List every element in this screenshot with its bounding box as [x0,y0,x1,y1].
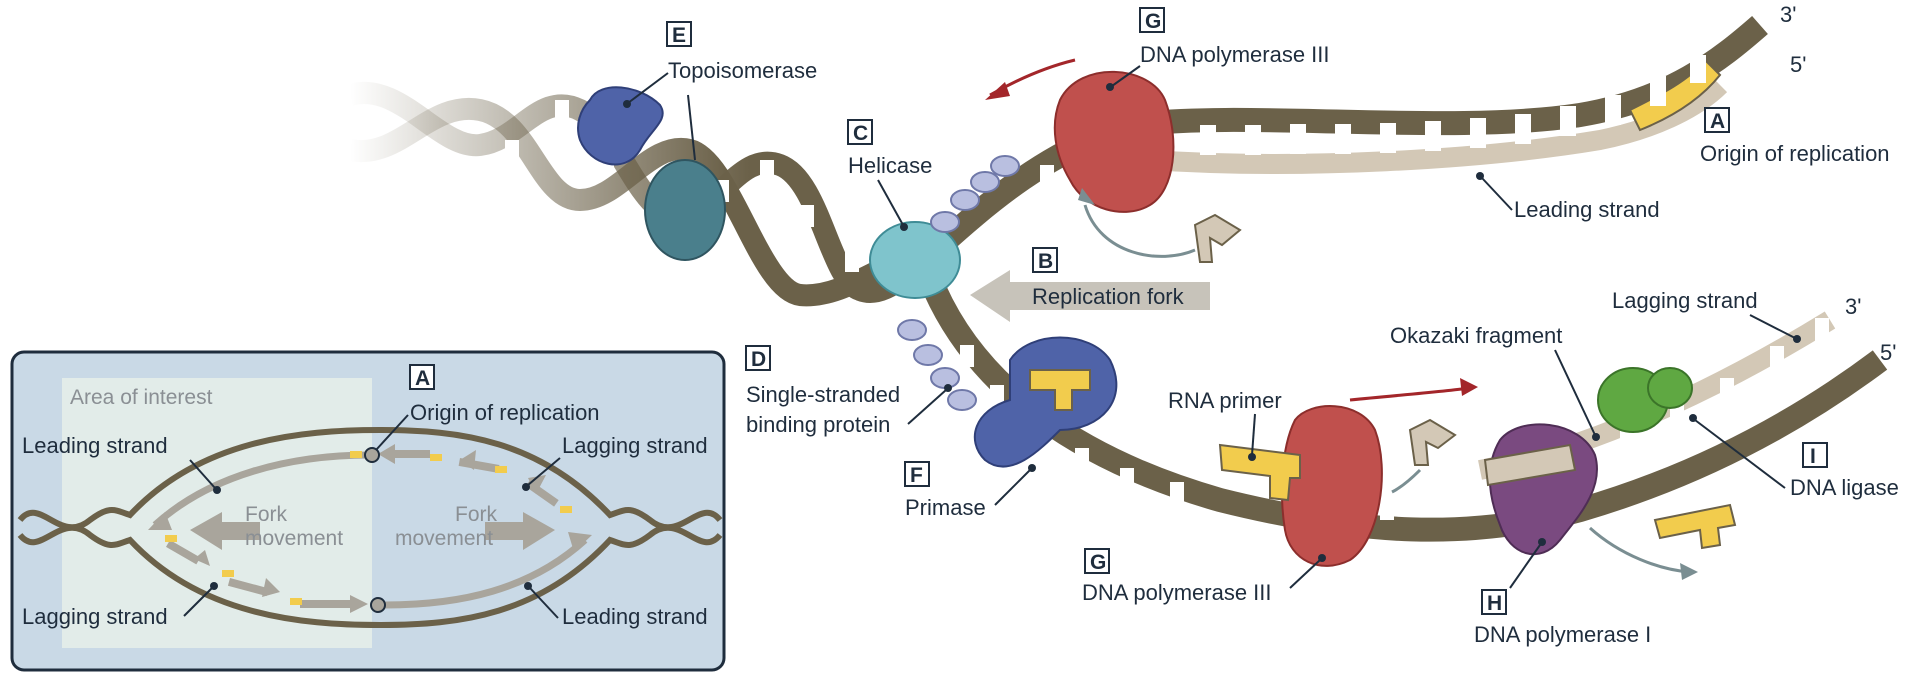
single-stranded-binding-proteins [897,155,1020,411]
fork-right-1: Fork [455,503,498,526]
helicase [869,221,961,299]
free-nucleotide-bottom [1408,418,1457,466]
area-of-interest-label: Area of interest [70,386,213,409]
five-prime-bottom: 5' [1880,340,1896,365]
c-letter: C [853,122,868,145]
b-letter: B [1038,250,1053,273]
replication-fork-arrow: Replication fork [970,270,1210,322]
topoisomerase [577,86,726,261]
a-text: Origin of replication [1700,141,1890,166]
g-bottom-text: DNA polymerase III [1082,580,1272,605]
f-letter: F [910,464,923,487]
fork-right-2: movement [395,527,493,550]
i-text: DNA ligase [1790,475,1899,500]
h-text: DNA polymerase I [1474,622,1651,647]
rna-primer-label: RNA primer [1168,388,1282,413]
a-letter: A [1710,110,1725,133]
three-prime-bottom: 3' [1845,294,1861,319]
free-primer-bottom [1653,503,1737,550]
grey-arrow-release [1588,526,1691,574]
h-letter: H [1487,592,1502,615]
leading-arm [921,15,1768,264]
inset-panel: Area of interest [10,350,726,672]
i-letter: I [1810,445,1816,468]
leading-strand-label: Leading strand [1514,197,1660,222]
grey-arrow-bottom [1391,468,1422,494]
okazaki-label: Okazaki fragment [1390,323,1562,348]
red-arrow-bottom [1349,386,1471,402]
dna-polymerase-iii-bottom [1281,405,1383,567]
g-top-text: DNA polymerase III [1140,42,1330,67]
e-letter: E [672,24,686,47]
inset-leading-left: Leading strand [22,433,168,458]
primase [973,336,1118,468]
five-prime-top: 5' [1790,52,1806,77]
dna-polymerase-i [1483,423,1598,556]
lagging-strand-label: Lagging strand [1612,288,1758,313]
d-text-1: Single-stranded [746,382,900,407]
c-text: Helicase [848,153,932,178]
free-nucleotide-top [1193,213,1242,263]
inset-a-letter: A [415,367,430,390]
b-text: Replication fork [1032,284,1185,309]
fork-left-1: Fork [245,503,288,526]
rna-primer-segment [1218,443,1301,502]
g-top-letter: G [1145,10,1161,33]
inset-lagging-left: Lagging strand [22,604,168,629]
fork-left-2: movement [245,527,343,550]
f-text: Primase [905,495,986,520]
d-letter: D [751,348,766,371]
three-prime-top: 3' [1780,2,1796,27]
g-bottom-letter: G [1090,551,1106,574]
inset-leading-right: Leading strand [562,604,708,629]
d-text-2: binding protein [746,412,890,437]
grey-arrow-top [1083,204,1196,258]
e-text: Topoisomerase [668,58,817,83]
inset-lagging-right: Lagging strand [562,433,708,458]
inset-origin-label: Origin of replication [410,400,600,425]
dna-ligase [1597,367,1693,433]
dna-polymerase-iii-top [1053,70,1175,213]
